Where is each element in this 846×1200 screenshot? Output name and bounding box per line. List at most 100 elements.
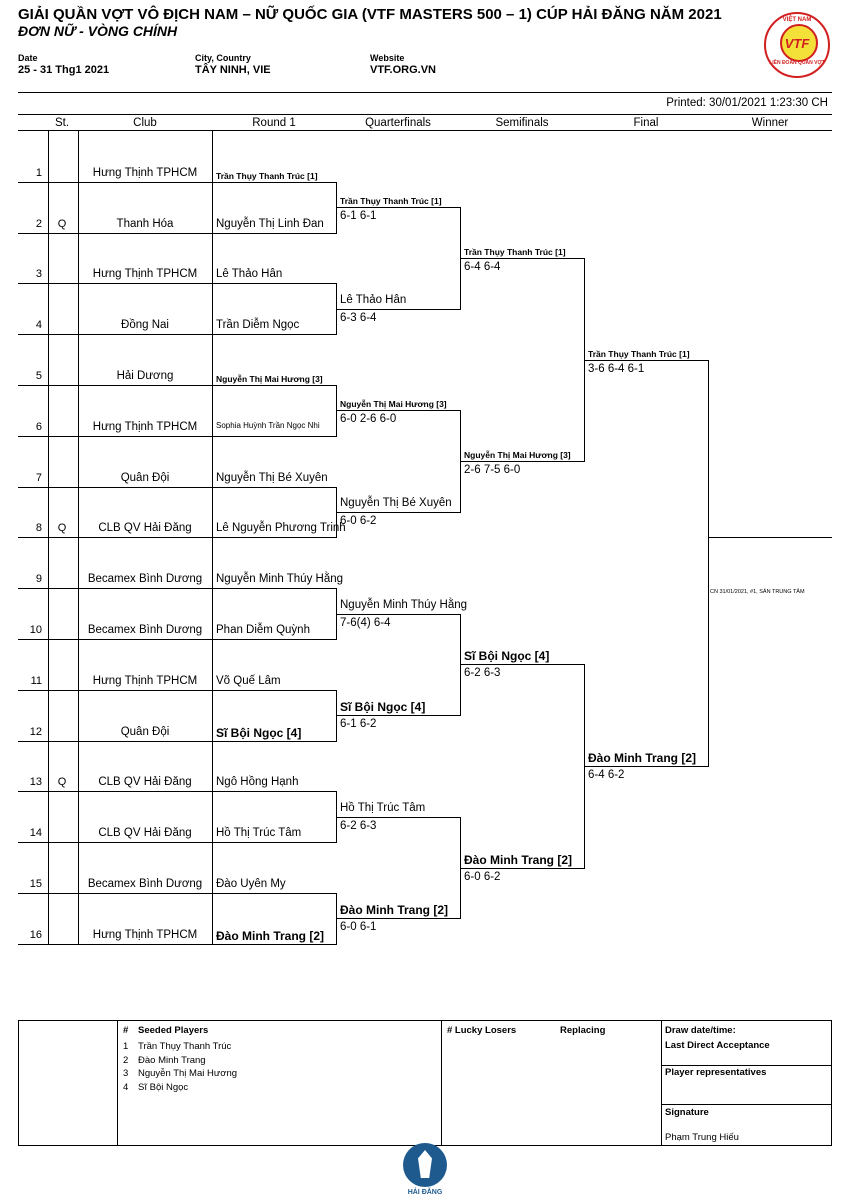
last-direct-label: Last Direct Acceptance bbox=[665, 1040, 770, 1051]
round1-row-line bbox=[18, 893, 336, 894]
status-tag: Q bbox=[57, 776, 67, 789]
seeded-number: 2 bbox=[123, 1054, 129, 1066]
row-number: 11 bbox=[30, 674, 42, 687]
col-header-final: Final bbox=[633, 117, 659, 129]
semifinals-score: 6-2 6-3 bbox=[464, 667, 501, 680]
col-header-quarterfinals: Quarterfinals bbox=[365, 117, 431, 129]
quarterfinals-line bbox=[336, 308, 460, 310]
quarterfinals-score: 6-1 6-1 bbox=[340, 210, 377, 223]
seeded-number: 1 bbox=[123, 1041, 129, 1052]
round1-row-line bbox=[18, 334, 336, 336]
round1-row-line bbox=[18, 943, 336, 945]
row-number: 12 bbox=[29, 725, 42, 738]
quarterfinals-line bbox=[336, 816, 460, 818]
club-name: Hưng Thịnh TPHCM bbox=[92, 674, 198, 687]
col-header-st: St. bbox=[54, 117, 70, 129]
round1-player: Sĩ Bội Ngọc [4] bbox=[216, 725, 302, 740]
seeded-number: 3 bbox=[123, 1068, 129, 1079]
club-name: CLB QV Hải Đăng bbox=[98, 827, 192, 840]
row-number: 9 bbox=[35, 573, 42, 586]
round1-player: Sophia Huỳnh Trần Ngọc Nhi bbox=[216, 420, 320, 430]
final-line bbox=[584, 766, 708, 767]
seeded-title: Seeded Players bbox=[138, 1025, 209, 1036]
city-label: City, Country bbox=[195, 53, 251, 63]
club-name: Hưng Thịnh TPHCM bbox=[92, 268, 198, 281]
quarterfinals-player: Đào Minh Trang [2] bbox=[340, 903, 448, 918]
row-number: 8 bbox=[35, 522, 42, 535]
row-number: 5 bbox=[35, 370, 42, 382]
date-label: Date bbox=[18, 53, 38, 63]
hai-dang-logo-text: HẢI ĐĂNG bbox=[407, 1189, 443, 1196]
quarterfinals-score: 6-0 2-6 6-0 bbox=[340, 413, 397, 426]
row-number: 4 bbox=[35, 319, 42, 332]
semifinals-score: 6-0 6-2 bbox=[464, 870, 501, 883]
footer-divider-2 bbox=[441, 1021, 442, 1145]
status-tag: Q bbox=[57, 217, 67, 230]
col-header-winner: Winner bbox=[751, 117, 789, 129]
header-divider bbox=[18, 92, 832, 93]
row-number: 13 bbox=[29, 776, 42, 789]
club-name: Hưng Thịnh TPHCM bbox=[92, 420, 198, 433]
website-label: Website bbox=[370, 53, 405, 63]
round1-row-line bbox=[18, 842, 336, 844]
quarterfinals-line bbox=[336, 207, 460, 209]
row-number: 3 bbox=[35, 268, 42, 281]
logo-top-text: VIỆT NAM bbox=[782, 17, 812, 23]
quarterfinals-score: 6-1 6-2 bbox=[340, 718, 377, 731]
col-header-bottom-line bbox=[18, 130, 832, 131]
quarterfinals-player: Sĩ Bội Ngọc [4] bbox=[340, 700, 426, 715]
semifinals-line bbox=[460, 258, 584, 259]
semifinals-player: Đào Minh Trang [2] bbox=[464, 852, 572, 867]
winner-line bbox=[708, 537, 832, 539]
city-value: TÂY NINH, VIE bbox=[195, 64, 271, 76]
semifinals-score: 6-4 6-4 bbox=[464, 261, 501, 273]
row-number: 7 bbox=[35, 471, 42, 484]
signature-label: Signature bbox=[665, 1107, 709, 1118]
round1-player: Đào Minh Trang [2] bbox=[216, 928, 324, 943]
club-name: Thanh Hóa bbox=[116, 217, 174, 230]
quarterfinals-score: 6-3 6-4 bbox=[340, 311, 377, 324]
semifinals-score: 2-6 7-5 6-0 bbox=[464, 464, 521, 477]
footer-hline-2 bbox=[661, 1104, 831, 1105]
logo-main-text: VTF bbox=[784, 36, 810, 51]
club-name: CLB QV Hải Đăng bbox=[98, 522, 192, 535]
lighthouse-icon bbox=[418, 1150, 432, 1178]
final-score: 6-4 6-2 bbox=[588, 769, 625, 781]
club-name: Đồng Nai bbox=[121, 319, 169, 332]
website-value: VTF.ORG.VN bbox=[370, 64, 437, 76]
club-name: Hưng Thịnh TPHCM bbox=[92, 166, 198, 179]
quarterfinals-line bbox=[336, 410, 460, 412]
club-name: CLB QV Hải Đăng bbox=[98, 776, 192, 789]
tennis-ball-icon bbox=[780, 24, 818, 62]
row-number: 1 bbox=[35, 166, 42, 179]
round1-row-line bbox=[18, 181, 336, 183]
round1-row-line bbox=[18, 588, 336, 590]
round1-row-line bbox=[18, 232, 336, 234]
club-name: Becamex Bình Dương bbox=[87, 878, 203, 890]
quarterfinals-player: Nguyễn Thị Bé Xuyên bbox=[340, 497, 452, 509]
row-number: 16 bbox=[29, 928, 42, 941]
final-score: 3-6 6-4 6-1 bbox=[588, 362, 645, 375]
status-tag: Q bbox=[57, 522, 67, 535]
logo-bottom-text: LIÊN ĐOÀN QUẦN VỢT bbox=[769, 60, 825, 66]
quarterfinals-player: Nguyễn Thị Mai Hương [3] bbox=[340, 399, 447, 410]
replacing-title: Replacing bbox=[560, 1025, 606, 1036]
footer-divider-3 bbox=[661, 1021, 662, 1145]
final-line bbox=[584, 359, 708, 361]
lucky-losers-title: # Lucky Losers bbox=[447, 1025, 517, 1036]
round1-player: Lê Nguyễn Phương Trinh bbox=[216, 522, 346, 535]
date-value: 25 - 31 Thg1 2021 bbox=[18, 64, 110, 76]
round1-player: Ngô Hồng Hạnh bbox=[216, 776, 299, 789]
page-subtitle: ĐƠN NỮ - VÒNG CHÍNH bbox=[18, 23, 178, 39]
row-number: 15 bbox=[29, 878, 42, 890]
quarterfinals-player: Hồ Thị Trúc Tâm bbox=[340, 801, 426, 814]
round1-row-line bbox=[18, 689, 336, 691]
seeded-name: Nguyễn Thị Mai Hương bbox=[138, 1068, 238, 1079]
quarterfinals-player: Lê Thảo Hân bbox=[340, 293, 407, 306]
round1-row-line bbox=[18, 791, 336, 793]
seeded-name: Đào Minh Trang bbox=[138, 1054, 206, 1066]
quarterfinals-score: 6-0 6-2 bbox=[340, 515, 377, 527]
footer-hline-1 bbox=[661, 1065, 831, 1066]
club-name: Quân Đội bbox=[120, 471, 170, 484]
